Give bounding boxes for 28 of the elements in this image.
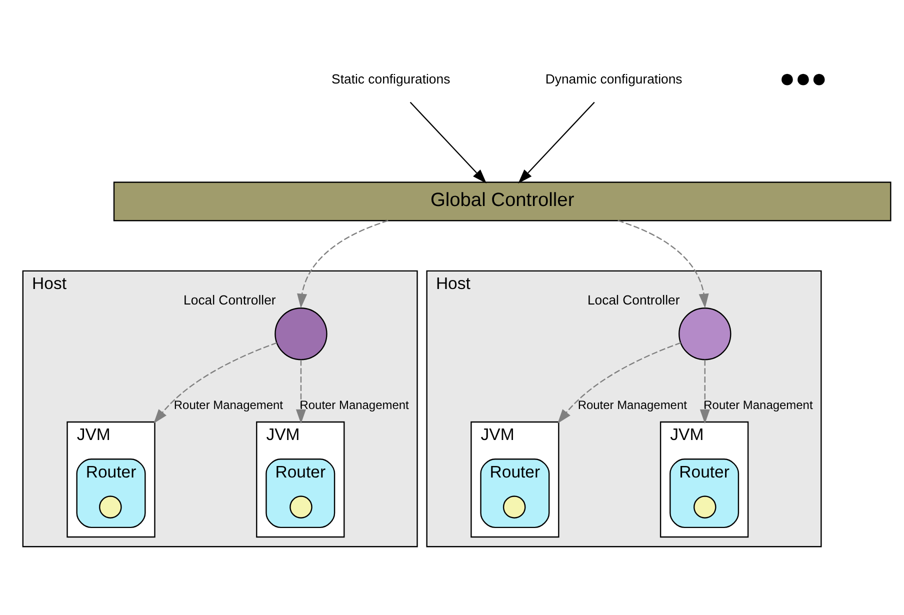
node-circle	[678, 308, 732, 360]
arrow	[700, 360, 710, 424]
cluster: Router	[266, 458, 336, 528]
node-label: Local Controller	[587, 292, 680, 308]
label: ●●●	[779, 63, 828, 94]
arrow	[154, 342, 278, 424]
node-box: Global Controller	[113, 182, 892, 222]
node-circle	[694, 496, 716, 518]
node-label: Local Controller	[184, 292, 276, 308]
arrow	[296, 360, 306, 424]
node-circle	[290, 496, 312, 518]
arrow	[558, 342, 681, 424]
cluster: Router	[76, 458, 146, 528]
node-text: Dynamic configurations	[545, 72, 682, 87]
arrow	[618, 220, 709, 308]
edge-label: Router Management	[174, 398, 284, 412]
edge-label: Router Management	[300, 398, 409, 412]
node-circle	[99, 496, 122, 518]
node-circle	[274, 308, 328, 360]
node-circle	[502, 496, 526, 518]
edge-label: Router Management	[578, 398, 687, 412]
arrow	[518, 102, 595, 184]
arrow	[410, 102, 487, 184]
edge-label: Router Management	[704, 398, 813, 412]
arrow	[297, 220, 388, 308]
cluster: Router	[670, 458, 740, 528]
cluster: Router	[480, 458, 550, 528]
node-text: Static configurations	[332, 72, 450, 87]
